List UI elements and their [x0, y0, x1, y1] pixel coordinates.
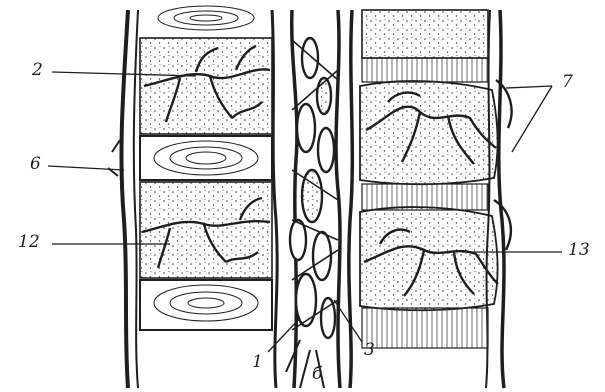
leader-6	[48, 166, 124, 170]
vertebral-body-right-2	[360, 81, 498, 184]
leader-7b	[512, 86, 552, 152]
vertebral-body-left-1	[140, 38, 272, 134]
disc-left-bottom	[140, 280, 272, 330]
leader-7a	[506, 86, 552, 88]
left-column	[108, 6, 277, 388]
vertebral-body-right-1	[362, 10, 488, 58]
vein-6	[121, 10, 128, 388]
label-13: 13	[568, 240, 590, 260]
figure-caption: б	[312, 364, 322, 384]
vertebral-body-right-3	[360, 207, 498, 310]
label-3: 3	[364, 340, 375, 360]
label-12: 12	[18, 232, 40, 252]
disc-left-top	[158, 6, 254, 30]
label-6: 6	[30, 154, 41, 174]
disc-left-mid	[140, 136, 272, 180]
venous-plexus-central	[286, 10, 340, 388]
label-7: 7	[562, 72, 573, 92]
label-2: 2	[32, 60, 43, 80]
right-column	[349, 10, 512, 388]
vein-7	[499, 10, 504, 388]
label-1: 1	[252, 352, 263, 372]
